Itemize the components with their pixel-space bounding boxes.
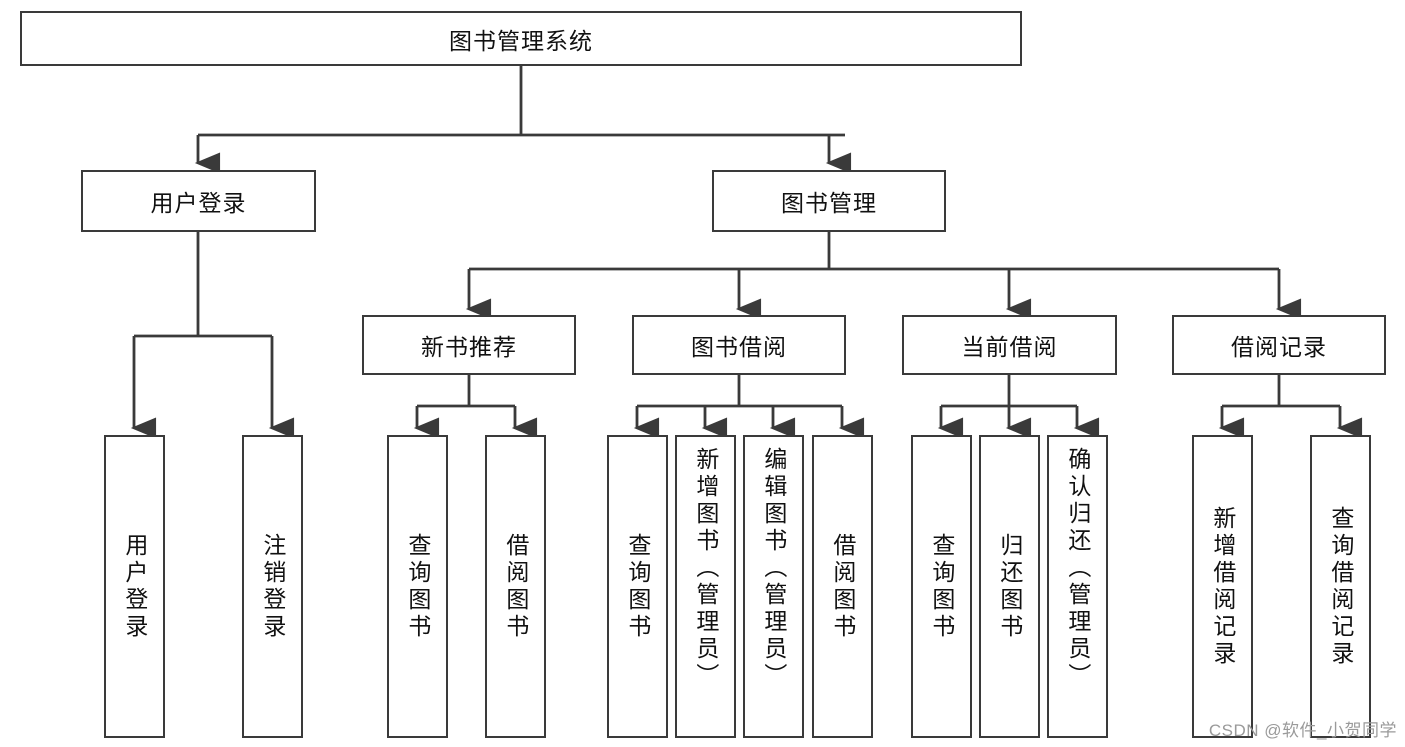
- leaf-recommend-query-book[interactable]: 查询图书: [387, 435, 448, 738]
- node-label: 查询图书: [404, 532, 431, 641]
- leaf-current-confirm-return-admin[interactable]: 确认归还（管理员）: [1047, 435, 1108, 738]
- leaf-user-login-logout[interactable]: 注销登录: [242, 435, 303, 738]
- leaf-record-query-record[interactable]: 查询借阅记录: [1310, 435, 1371, 738]
- node-label: 查询图书: [928, 532, 955, 641]
- node-label: 用户登录: [150, 190, 247, 216]
- node-label: 借阅记录: [1231, 334, 1327, 360]
- node-label: 查询借阅记录: [1327, 505, 1354, 668]
- node-user-login[interactable]: 用户登录: [81, 170, 316, 232]
- leaf-borrow-edit-book-admin[interactable]: 编辑图书（管理员）: [743, 435, 804, 738]
- node-label: 编辑图书（管理员）: [760, 447, 787, 690]
- node-new-book-recommend[interactable]: 新书推荐: [362, 315, 576, 375]
- node-label: 用户登录: [121, 532, 148, 641]
- node-book-borrow[interactable]: 图书借阅: [632, 315, 846, 375]
- node-label: 确认归还（管理员）: [1064, 447, 1091, 690]
- leaf-borrow-query-book[interactable]: 查询图书: [607, 435, 668, 738]
- node-label: 当前借阅: [961, 334, 1058, 360]
- node-label: 注销登录: [259, 532, 286, 641]
- node-label: 新书推荐: [421, 334, 517, 360]
- leaf-user-login-login[interactable]: 用户登录: [104, 435, 165, 738]
- node-borrow-record[interactable]: 借阅记录: [1172, 315, 1386, 375]
- node-current-borrow[interactable]: 当前借阅: [902, 315, 1117, 375]
- leaf-record-add-record[interactable]: 新增借阅记录: [1192, 435, 1253, 738]
- leaf-current-return-book[interactable]: 归还图书: [979, 435, 1040, 738]
- node-label: 归还图书: [996, 532, 1023, 641]
- node-label: 新增借阅记录: [1209, 505, 1236, 668]
- leaf-current-query-book[interactable]: 查询图书: [911, 435, 972, 738]
- node-label: 借阅图书: [502, 532, 529, 641]
- node-label: 查询图书: [624, 532, 651, 641]
- node-label: 图书管理: [781, 190, 877, 216]
- node-label: 新增图书（管理员）: [692, 447, 719, 690]
- node-label: 借阅图书: [829, 532, 856, 641]
- leaf-recommend-borrow-book[interactable]: 借阅图书: [485, 435, 546, 738]
- node-label: 图书管理系统: [449, 27, 593, 54]
- leaf-borrow-borrow-book[interactable]: 借阅图书: [812, 435, 873, 738]
- node-label: 图书借阅: [691, 334, 787, 360]
- watermark: CSDN @软件_小贺同学: [1208, 721, 1397, 740]
- node-book-management[interactable]: 图书管理: [712, 170, 946, 232]
- leaf-borrow-add-book-admin[interactable]: 新增图书（管理员）: [675, 435, 736, 738]
- node-root-system[interactable]: 图书管理系统: [20, 11, 1022, 66]
